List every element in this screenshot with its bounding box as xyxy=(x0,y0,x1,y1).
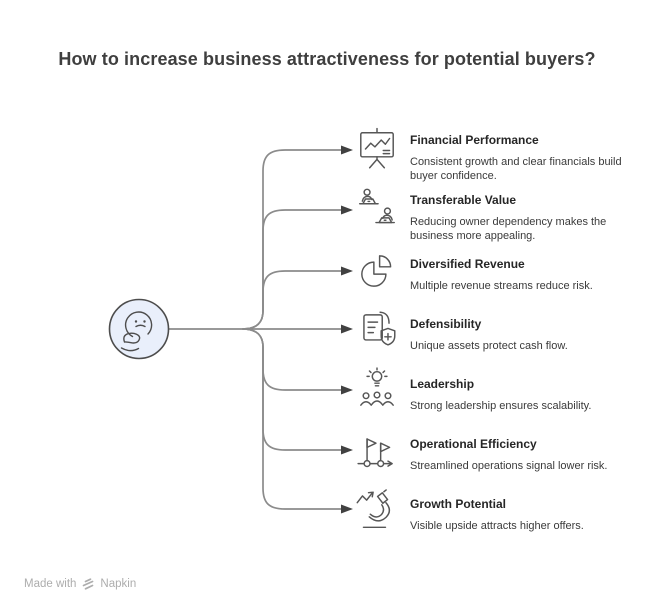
arrowhead-icon xyxy=(341,504,353,514)
branch-item: Leadership Strong leadership ensures sca… xyxy=(410,377,645,414)
thinking-face-icon xyxy=(108,298,170,360)
branch-line-1 xyxy=(242,149,342,330)
branch-title: Transferable Value xyxy=(410,193,517,207)
idea-team-icon xyxy=(354,367,400,413)
branch-item: Financial Performance Consistent growth … xyxy=(410,133,645,183)
arrowhead-icon xyxy=(341,145,353,155)
branch-title: Growth Potential xyxy=(410,497,506,511)
microscope-growth-icon xyxy=(352,486,398,532)
branch-title: Diversified Revenue xyxy=(410,257,525,271)
branch-item: Transferable Value Reducing owner depend… xyxy=(410,193,645,243)
branch-line-2 xyxy=(242,209,342,330)
branch-title: Operational Efficiency xyxy=(410,437,537,451)
arrowheads xyxy=(341,145,353,514)
branch-item: Growth Potential Visible upside attracts… xyxy=(410,497,645,534)
page-title: How to increase business attractiveness … xyxy=(58,49,596,69)
branch-description: Unique assets protect cash flow. xyxy=(410,340,568,352)
branch-line-7 xyxy=(242,328,342,510)
arrowhead-icon xyxy=(341,205,353,215)
brand-label: Napkin xyxy=(100,578,137,590)
branch-description: Strong leadership ensures scalability. xyxy=(410,400,592,412)
arrowhead-icon xyxy=(341,324,353,334)
branch-description: Streamlined operations signal lower risk… xyxy=(410,460,608,472)
branch-item: Operational Efficiency Streamlined opera… xyxy=(410,437,645,474)
milestone-flags-icon xyxy=(354,427,400,473)
branch-item: Defensibility Unique assets protect cash… xyxy=(410,317,645,354)
arrowhead-icon xyxy=(341,385,353,395)
central-node xyxy=(108,298,170,360)
napkin-logo-icon xyxy=(83,578,94,590)
document-shield-plus-icon xyxy=(354,307,400,353)
branch-line-5 xyxy=(242,328,342,391)
branch-description: Reducing owner dependency makes the busi… xyxy=(410,216,607,242)
footer-credit: Made with Napkin xyxy=(24,577,136,591)
branch-description: Consistent growth and clear financials b… xyxy=(410,156,622,182)
owner-handoff-laptops-icon xyxy=(354,187,400,233)
presentation-line-chart-icon xyxy=(354,127,400,173)
branch-title: Defensibility xyxy=(410,317,482,331)
branch-title: Leadership xyxy=(410,377,475,391)
arrowhead-icon xyxy=(341,266,353,276)
branch-description: Multiple revenue streams reduce risk. xyxy=(410,280,593,292)
arrowhead-icon xyxy=(341,445,353,455)
branch-item: Diversified Revenue Multiple revenue str… xyxy=(410,257,645,294)
pie-chart-icon xyxy=(354,248,400,294)
branch-line-3 xyxy=(242,270,342,330)
made-with-label: Made with xyxy=(24,578,77,590)
branch-description: Visible upside attracts higher offers. xyxy=(410,520,584,532)
branch-title: Financial Performance xyxy=(410,133,539,147)
